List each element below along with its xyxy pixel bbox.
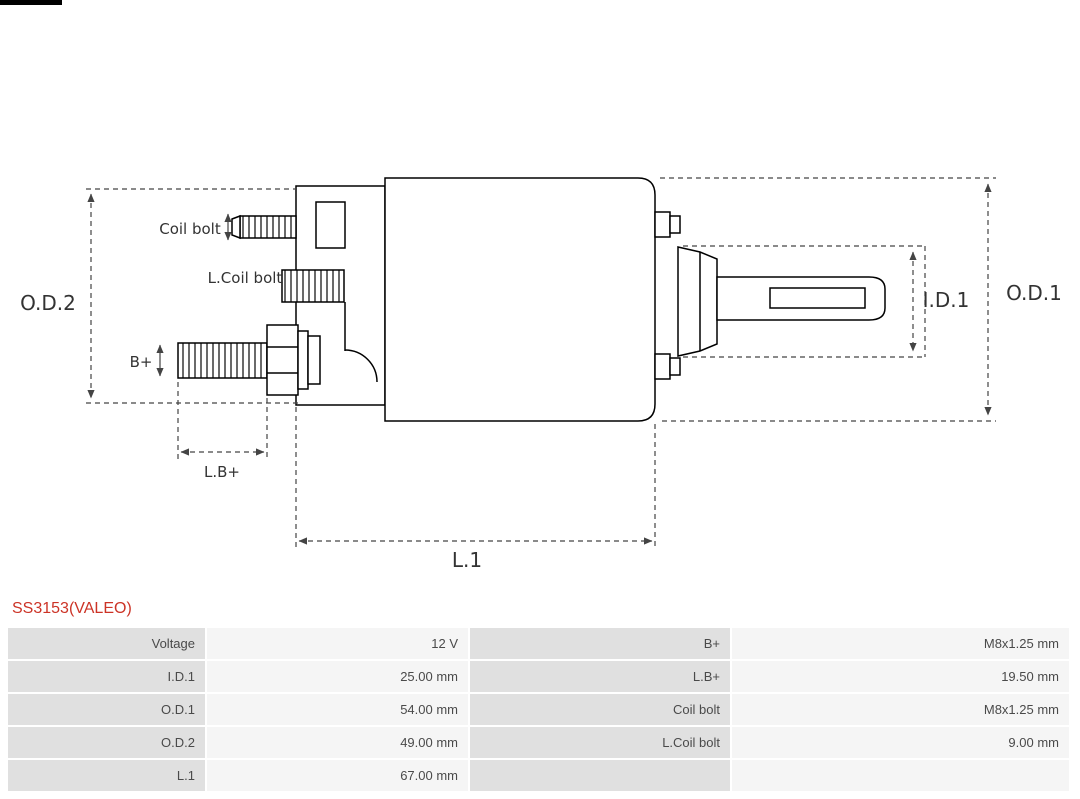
spec-cell-label: Coil bolt xyxy=(470,694,730,725)
spec-cell-value: 12 V xyxy=(207,628,468,659)
dim-label-b-plus: B+ xyxy=(130,353,153,371)
dim-label-od2: O.D.2 xyxy=(20,291,76,315)
dim-od1: O.D.1 xyxy=(660,177,1062,422)
terminal-tab-bottom xyxy=(654,353,671,380)
spec-cell-label: I.D.1 xyxy=(8,661,205,692)
dim-id1: I.D.1 xyxy=(683,245,970,358)
spec-cell-label: Voltage xyxy=(8,628,205,659)
dim-b-plus: B+ xyxy=(130,344,164,377)
spec-cell-label: L.B+ xyxy=(470,661,730,692)
b-plus-washer xyxy=(297,330,309,390)
spec-cell-label: O.D.2 xyxy=(8,727,205,758)
spec-cell-value: M8x1.25 mm xyxy=(732,628,1069,659)
spec-cell-label xyxy=(470,760,730,791)
terminal-tab-top xyxy=(669,215,681,234)
dim-coil-bolt: Coil bolt xyxy=(159,213,232,241)
dim-label-od1: O.D.1 xyxy=(1006,281,1062,305)
terminal-tab-top xyxy=(654,211,671,238)
solenoid-diagram: O.D.2 O.D.1 I.D.1 Coil bolt L.Coil b xyxy=(20,177,1062,572)
dim-label-coil-bolt: Coil bolt xyxy=(159,220,221,238)
terminal-tab-bottom xyxy=(669,357,681,376)
product-code-title: SS3153(VALEO) xyxy=(12,600,132,617)
dim-label-l-coil-bolt: L.Coil bolt xyxy=(208,269,283,287)
b-plus-bolt-thread xyxy=(177,342,268,379)
spec-cell-value xyxy=(732,760,1069,791)
spec-cell-value: 49.00 mm xyxy=(207,727,468,758)
spec-cell-value: 9.00 mm xyxy=(732,727,1069,758)
flange-bracket xyxy=(315,201,346,249)
spec-cell-label: L.1 xyxy=(8,760,205,791)
corner-mark xyxy=(0,0,62,5)
plunger-shaft-slot xyxy=(769,287,866,309)
spec-cell-value: 19.50 mm xyxy=(732,661,1069,692)
dim-label-lb-plus: L.B+ xyxy=(204,463,240,481)
b-plus-hex-nut xyxy=(266,324,299,396)
b-plus-washer xyxy=(307,335,321,385)
dim-l1: L.1 xyxy=(295,407,656,572)
dim-label-id1: I.D.1 xyxy=(923,288,970,312)
spec-cell-label: O.D.1 xyxy=(8,694,205,725)
main-body xyxy=(384,177,656,422)
dim-l-coil-bolt: L.Coil bolt xyxy=(208,269,283,287)
coil-bolt-thread xyxy=(239,215,297,239)
dim-label-l1: L.1 xyxy=(452,548,482,572)
flange-fillet-arc xyxy=(344,349,378,383)
spec-cell-value: 67.00 mm xyxy=(207,760,468,791)
spec-cell-value: M8x1.25 mm xyxy=(732,694,1069,725)
dim-lb-plus: L.B+ xyxy=(177,382,268,481)
spec-cell-value: 25.00 mm xyxy=(207,661,468,692)
coil-bolt-thread-block xyxy=(281,269,345,303)
solenoid-drawing xyxy=(177,177,886,422)
spec-cell-label: B+ xyxy=(470,628,730,659)
spec-table: Voltage 12 V B+ M8x1.25 mm I.D.1 25.00 m… xyxy=(8,628,1069,791)
spec-cell-value: 54.00 mm xyxy=(207,694,468,725)
dimension-lines: O.D.2 O.D.1 I.D.1 Coil bolt L.Coil b xyxy=(20,177,1062,572)
spec-cell-label: L.Coil bolt xyxy=(470,727,730,758)
dim-od2: O.D.2 xyxy=(20,188,300,404)
plunger-cone xyxy=(677,246,718,357)
coil-bolt-tip xyxy=(231,214,241,240)
